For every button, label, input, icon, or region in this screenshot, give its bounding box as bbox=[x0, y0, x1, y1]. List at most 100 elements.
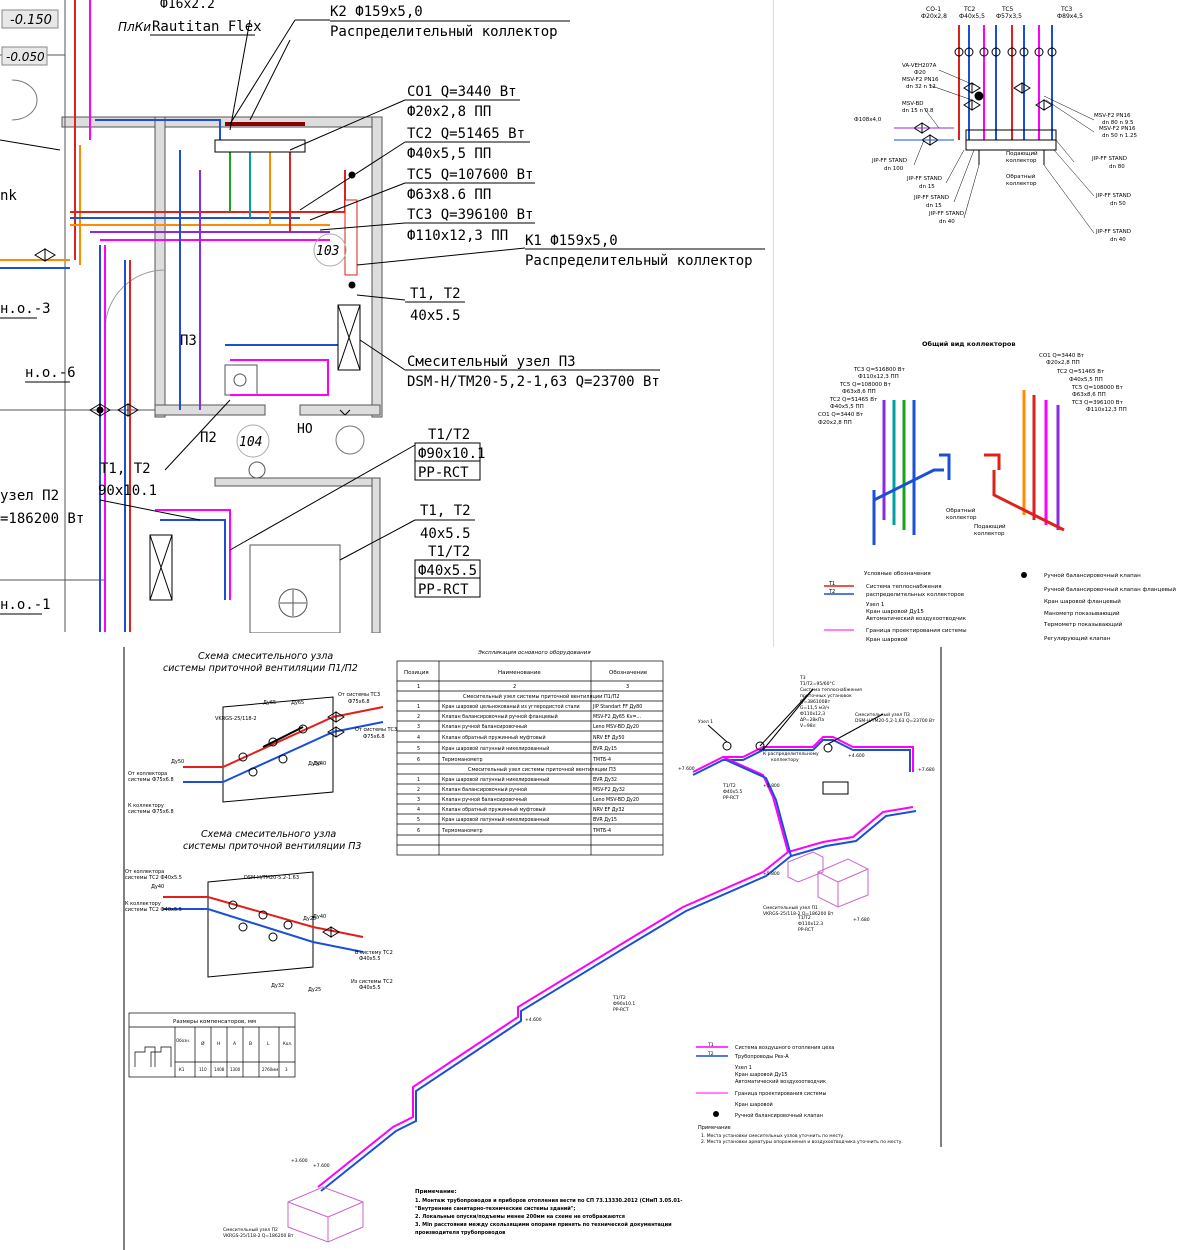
iso-pipe-2-a: Т1/Т2 bbox=[797, 915, 811, 921]
bottom-legend-0: Система воздушного отопления цеха bbox=[735, 1045, 834, 1051]
r1-4-code: BVR Ду15 bbox=[593, 746, 617, 752]
bottom-legend-4: Автоматический воздухоотводчик bbox=[735, 1078, 826, 1085]
iso-pipe-1-c: PP-RCT bbox=[613, 1007, 629, 1013]
dims-h-0: Обозн. bbox=[176, 1038, 190, 1043]
left-label-3: dn 32 n 12 bbox=[906, 84, 936, 90]
bottom-legend: Т1 Система воздушного отопления цеха Т2 … bbox=[696, 1042, 834, 1119]
legend-right-0: Ручной балансировочный клапан bbox=[1044, 572, 1141, 579]
p3-side-4: системы ТС2 Ф40x5.5 bbox=[125, 907, 182, 913]
iso-left-0: TC3 Q=516800 Вт bbox=[853, 367, 906, 373]
bottom-balancing-valve-icon bbox=[713, 1111, 719, 1117]
right-label-0: MSV-F2 PN16 bbox=[1094, 113, 1131, 119]
iso-right-labels: CO1 Q=3440 Вт Ф20x2,8 ПП TC2 Q=51465 Вт … bbox=[1039, 353, 1127, 413]
legend-item-3: Кран шаровой Ду15 bbox=[866, 608, 924, 615]
iso-note-2: Подающий bbox=[974, 523, 1006, 530]
label-co1-pipe: Ф20x2,8 ПП bbox=[407, 104, 491, 120]
r1-5-code: ТМТБ-4 bbox=[592, 757, 611, 763]
r2-1-pos: 2 bbox=[417, 787, 420, 793]
building-walls bbox=[0, 0, 383, 633]
iso-tag-1: +7.600 bbox=[678, 766, 695, 772]
r2-0-pos: 1 bbox=[417, 777, 420, 783]
floor-plan-drawing: -0.150 -0.050 Ф16x2.2 ПлКи Rautitan Flex… bbox=[0, 0, 765, 633]
top-label-tc5: TC5 bbox=[1001, 6, 1014, 13]
compensator-table-text: Обозн. Ø H A B L Кол. К1 110 1408 1300 2… bbox=[176, 1038, 292, 1072]
left-label-0: VA-VEH207A bbox=[902, 63, 937, 69]
right-label-7: dn 50 bbox=[1110, 201, 1126, 207]
iso-left-2: TC5 Q=108000 Вт bbox=[839, 382, 892, 388]
left-label-5: dn 15 n 0.8 bbox=[902, 108, 934, 114]
collector-detail-panel: CO-1 Ф20x2,8 TC2 Ф40x5,5 TC5 Ф57x3,5 TC3… bbox=[773, 0, 1188, 655]
bottom-sheet-drawing: Схема смесительного узла системы приточн… bbox=[123, 647, 942, 1250]
bottom-legend-5: Граница проектирования системы bbox=[735, 1091, 826, 1097]
callout-2: Т1/Т2=95/60°C bbox=[799, 681, 835, 687]
room-no: НО bbox=[297, 422, 313, 437]
left-label-4: MSV-BD bbox=[902, 101, 923, 107]
iso-left-1: Ф110x12,3 ПП bbox=[858, 374, 899, 380]
mid-label-3: коллектор bbox=[1006, 181, 1037, 187]
p3-side-11: Ф40x5.5 bbox=[359, 985, 381, 991]
left-label-13: JIP-FF STAND bbox=[928, 211, 964, 217]
bottom-legend-3: Кран шаровой Ду15 bbox=[735, 1071, 788, 1078]
pipe-box-1-b: Ф90x10.1 bbox=[418, 446, 485, 462]
pipe-box-1-c: PP-RCT bbox=[418, 465, 469, 481]
p3-fittings bbox=[228, 900, 340, 942]
table-header-pos: Позиция bbox=[404, 670, 429, 676]
iso-left-labels: TC3 Q=516800 Вт Ф110x12,3 ПП TC5 Q=10800… bbox=[818, 367, 906, 426]
label-tc2-q: TC2 Q=51465 Вт bbox=[407, 126, 525, 142]
unit-label-p1: Смесительный узел П1 bbox=[763, 904, 818, 911]
left-cut-label: nk bbox=[0, 188, 17, 204]
dims-r-1: 110 bbox=[199, 1067, 207, 1072]
unit-label-p2: Смесительный узел П2 bbox=[223, 1226, 278, 1233]
callout-9: V=98л bbox=[800, 723, 816, 729]
dims-r-2: 1408 bbox=[214, 1067, 225, 1072]
collector-right-labels: MSV-F2 PN16 dn 80 n 9.5 MSV-F2 PN16 dn 5… bbox=[1091, 113, 1137, 243]
r2-5-name: Термоманометр bbox=[441, 828, 483, 834]
callout-3: Система теплоснабжения bbox=[800, 687, 862, 693]
legend-right-2: Кран шаровой фланцевый bbox=[1044, 598, 1121, 605]
dims-h-5: L bbox=[267, 1041, 270, 1047]
iso-right-4: TC5 Q=108000 Вт bbox=[1071, 385, 1124, 391]
scheme-title-p1p2-a: Схема смесительного узла bbox=[198, 651, 333, 662]
iso-left-6: CO1 Q=3440 Вт bbox=[818, 412, 864, 418]
iso-pipe-1-a: Т1/Т2 bbox=[612, 995, 626, 1001]
p3-side-8: В систему ТС2 bbox=[355, 950, 393, 956]
label-t1t2-size: 40x5.5 bbox=[410, 308, 461, 324]
label-t1t2-top: Т1, Т2 bbox=[410, 286, 461, 302]
main-note-2: 2. Локальные опуски/подъемы менее 200мм … bbox=[415, 1213, 625, 1220]
right-label-1: dn 80 n 9.5 bbox=[1102, 120, 1134, 126]
unit-label-p1-model: VKRGS-25/118-2 Q=186200 Вт bbox=[763, 911, 834, 917]
r2-4-code: BVR Ду15 bbox=[593, 817, 617, 823]
valve-symbols bbox=[34, 171, 356, 417]
main-note-0: 1. Монтаж трубопроводов и приборов отопл… bbox=[415, 1197, 682, 1204]
floor-plan-panel: -0.150 -0.050 Ф16x2.2 ПлКи Rautitan Flex… bbox=[0, 0, 773, 633]
top-label-co1: CO-1 bbox=[926, 6, 941, 13]
right-label-4: JIP-FF STAND bbox=[1091, 156, 1127, 162]
bottom-legend-7: Ручной балансировочный клапан bbox=[735, 1112, 823, 1119]
label-k2-size: К2 Ф159x5,0 bbox=[330, 4, 423, 20]
iso-tag-3: +5.800 bbox=[763, 871, 780, 877]
iso-pipe-0-c: PP-RCT bbox=[723, 795, 739, 801]
left-label-10: dn 15 bbox=[919, 184, 935, 190]
left-label-9: JIP-FF STAND bbox=[906, 176, 942, 182]
pipe-box-2-a: Т1/Т2 bbox=[428, 544, 470, 560]
p3-side-3: К коллектору bbox=[125, 901, 161, 907]
note-1: 2. Места установки арматуры опорожнения … bbox=[701, 1139, 903, 1145]
iso-collector-box bbox=[822, 781, 849, 795]
iso-left-3: Ф63x8,6 ПП bbox=[842, 389, 876, 395]
iso-right-5: Ф63x8,6 ПП bbox=[1072, 392, 1106, 398]
collector-left-labels: VA-VEH207A Ф20 MSV-F2 PN16 dn 32 n 12 MS… bbox=[854, 63, 964, 225]
r2-1-name: Клапан балансировочный ручной bbox=[442, 786, 527, 793]
bottom-sheet-panel: Схема смесительного узла системы приточн… bbox=[123, 647, 946, 1250]
p3-side-12: Ду32 bbox=[271, 983, 284, 989]
legend-item-2: Узел 1 bbox=[866, 602, 884, 608]
main-notes-title: Примечание: bbox=[415, 1189, 457, 1195]
callout-1: Т3 bbox=[799, 675, 806, 681]
label-tc2-pipe: Ф40x5,5 ПП bbox=[407, 146, 491, 162]
iso-note-3: коллектор bbox=[974, 531, 1005, 537]
table-num-1: 1 bbox=[417, 684, 420, 690]
label-left-unit-q: =186200 Вт bbox=[0, 511, 84, 527]
table-num-2: 2 bbox=[513, 684, 516, 690]
collector-k2 bbox=[214, 139, 306, 153]
iso-units bbox=[287, 851, 869, 1243]
label-k2-type: Распределительный коллектор bbox=[330, 24, 558, 40]
